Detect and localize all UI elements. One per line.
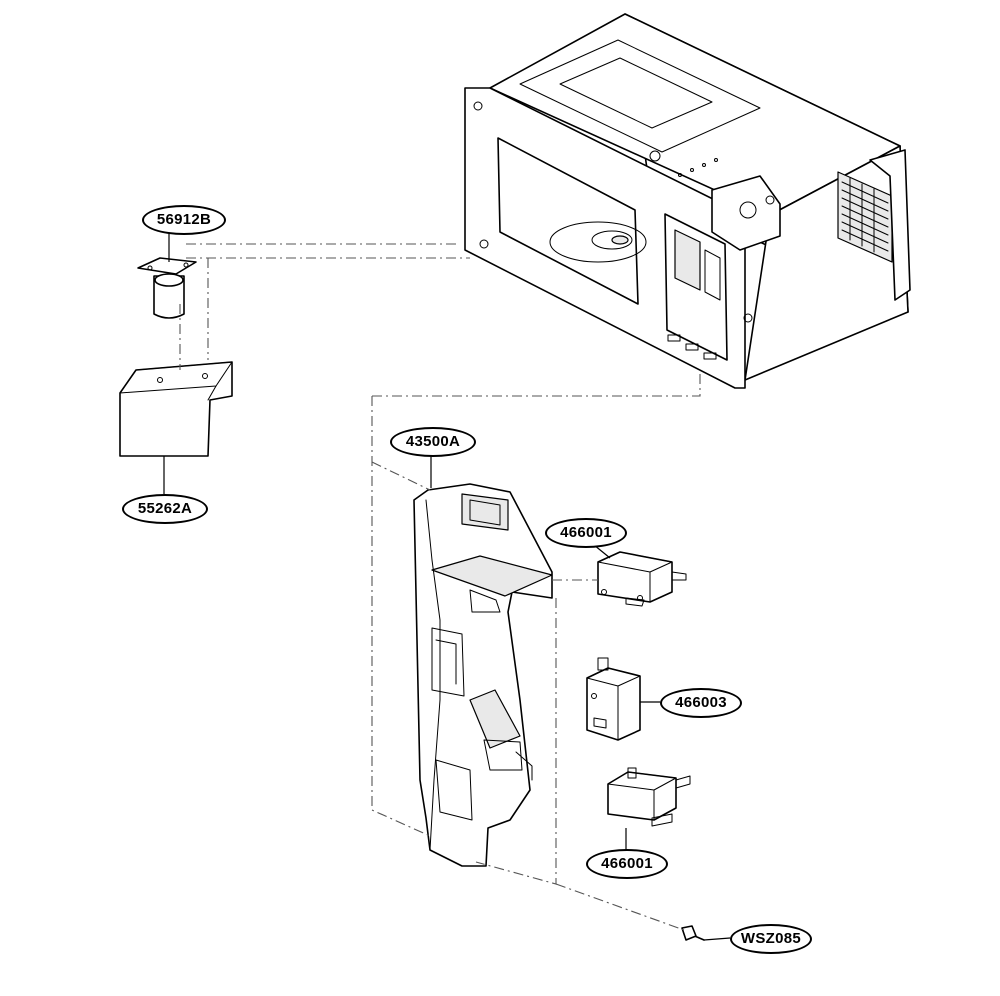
callout-latch-board-43500a: 43500A — [390, 427, 476, 457]
callout-bracket-55262a: 55262A — [122, 494, 208, 524]
callout-switch-upper-466001: 466001 — [545, 518, 627, 548]
callout-lamp-56912b: 56912B — [142, 205, 226, 235]
switch-middle-part — [586, 657, 660, 741]
microwave-cavity-assembly — [464, 13, 911, 389]
bracket-part — [119, 361, 233, 494]
switch-upper-part — [593, 544, 687, 607]
callout-switch-lower-466001: 466001 — [586, 849, 668, 879]
latch-board-part — [413, 454, 553, 867]
switch-lower-part — [607, 767, 691, 850]
callout-switch-middle-466003: 466003 — [660, 688, 742, 718]
lamp-part — [137, 231, 197, 319]
screw-part — [681, 925, 731, 941]
assembly-dash-lines — [179, 243, 701, 931]
callout-screw-wsz085: WSZ085 — [730, 924, 812, 954]
